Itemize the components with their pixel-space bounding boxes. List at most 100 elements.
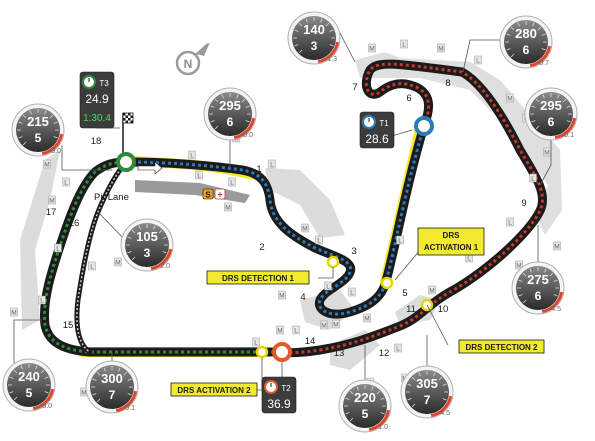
svg-text:M: M xyxy=(544,150,549,157)
gauge-delta: -1.3 xyxy=(325,56,337,63)
marker-l: L xyxy=(394,343,402,353)
turn-number-10: 10 xyxy=(438,304,449,315)
sector-marker-3 xyxy=(116,152,136,172)
compass-letter: N xyxy=(184,57,193,71)
marker-l: L xyxy=(396,235,404,245)
svg-text:L: L xyxy=(230,180,234,187)
svg-text:L: L xyxy=(531,176,535,183)
marker-m: M xyxy=(301,223,309,233)
gauge-speed: 295 xyxy=(219,98,241,113)
marker-m: M xyxy=(437,43,445,53)
turn-number-5: 5 xyxy=(402,288,407,299)
pit-lane-track xyxy=(74,159,129,355)
turn-number-16: 16 xyxy=(69,218,80,229)
svg-text:L: L xyxy=(476,58,480,65)
drs-activation-2-label: DRS ACTIVATION 2 xyxy=(170,382,258,397)
svg-text:L: L xyxy=(90,264,94,271)
gauge-gear: 5 xyxy=(362,407,369,421)
compass-icon: N xyxy=(175,42,210,76)
marker-l: L xyxy=(88,261,96,271)
marker-l: L xyxy=(292,325,300,335)
gauge-gear: 3 xyxy=(144,246,151,260)
speed-gauge-g5: 280 6 -0.7 xyxy=(499,15,553,69)
svg-text:M: M xyxy=(81,390,86,397)
svg-text:M: M xyxy=(333,322,338,329)
svg-text:L: L xyxy=(398,238,402,245)
marker-l: L xyxy=(474,55,482,65)
speed-gauge-g4: 140 3 -1.3 xyxy=(287,11,341,65)
svg-text:M: M xyxy=(364,316,369,323)
svg-text:L: L xyxy=(190,153,194,160)
marker-m: M xyxy=(278,290,286,300)
gauge-delta: -3.0 xyxy=(40,403,52,410)
pit-lane-label: Pit Lane xyxy=(94,192,129,203)
marker-m: M xyxy=(320,320,328,330)
gauge-delta: 0.1 xyxy=(125,405,135,412)
drs-detection-point-1 xyxy=(326,255,340,269)
gauge-speed: 140 xyxy=(303,22,325,37)
svg-text:L: L xyxy=(40,298,44,305)
svg-text:M: M xyxy=(225,205,230,212)
turn-number-15: 15 xyxy=(63,320,74,331)
drs-activation-1-text: DRS xyxy=(443,231,461,240)
svg-text:M: M xyxy=(438,46,443,53)
stopwatch-icon xyxy=(362,115,376,129)
track-sector-1 xyxy=(121,121,429,319)
turn-number-4: 4 xyxy=(300,292,305,303)
turn-number-13: 13 xyxy=(334,348,345,359)
gauge-delta: -3.0 xyxy=(49,148,61,155)
marker-l: L xyxy=(315,235,323,245)
svg-text:M: M xyxy=(11,310,16,317)
pit-box-plus: + xyxy=(217,190,222,200)
gauge-gear: 3 xyxy=(311,39,318,53)
drs-detection-1-label: DRS DETECTION 1 xyxy=(206,270,310,285)
checkered-flag-icon xyxy=(122,112,134,160)
gauge-speed: 300 xyxy=(101,371,123,386)
svg-text:M: M xyxy=(302,226,307,233)
gauge-gear: 7 xyxy=(109,388,116,402)
direction-arrow xyxy=(137,161,163,175)
gauge-delta: -0.7 xyxy=(537,60,549,67)
svg-text:M: M xyxy=(279,293,284,300)
gauge-delta: 1.0 xyxy=(378,424,388,431)
drs-activation-point-1 xyxy=(380,276,394,290)
svg-text:M: M xyxy=(507,96,512,103)
svg-text:M: M xyxy=(429,288,434,295)
svg-text:L: L xyxy=(396,346,400,353)
svg-text:L: L xyxy=(270,162,274,169)
svg-text:L: L xyxy=(467,256,471,263)
gauge-gear: 6 xyxy=(227,115,234,129)
marker-l: L xyxy=(54,243,62,253)
gauge-speed: 295 xyxy=(540,98,562,113)
gauge-speed: 280 xyxy=(515,26,537,41)
marker-m: M xyxy=(553,241,561,251)
marker-m: M xyxy=(428,285,436,295)
drs-activation-2-text: DRS ACTIVATION 2 xyxy=(177,386,251,395)
svg-text:M: M xyxy=(516,263,521,270)
turn-number-12: 12 xyxy=(379,348,390,359)
gauge-gear: 6 xyxy=(523,43,530,57)
sector-marker-1 xyxy=(414,116,434,136)
drs-activation-1-text: ACTIVATION 1 xyxy=(424,243,479,252)
timing-value-t1: 28.6 xyxy=(365,132,389,146)
track-sector-2 xyxy=(275,59,548,358)
marker-m: M xyxy=(114,257,122,267)
marker-l: L xyxy=(268,159,276,169)
speed-gauge-g10: 300 7 0.1 xyxy=(85,360,139,414)
marker-l: L xyxy=(188,150,196,160)
gauge-speed: 305 xyxy=(416,376,438,391)
marker-m: M xyxy=(543,147,551,157)
marker-m: M xyxy=(48,195,56,205)
marker-m: M xyxy=(43,159,51,169)
timing-label-t3: T3 xyxy=(99,79,109,88)
